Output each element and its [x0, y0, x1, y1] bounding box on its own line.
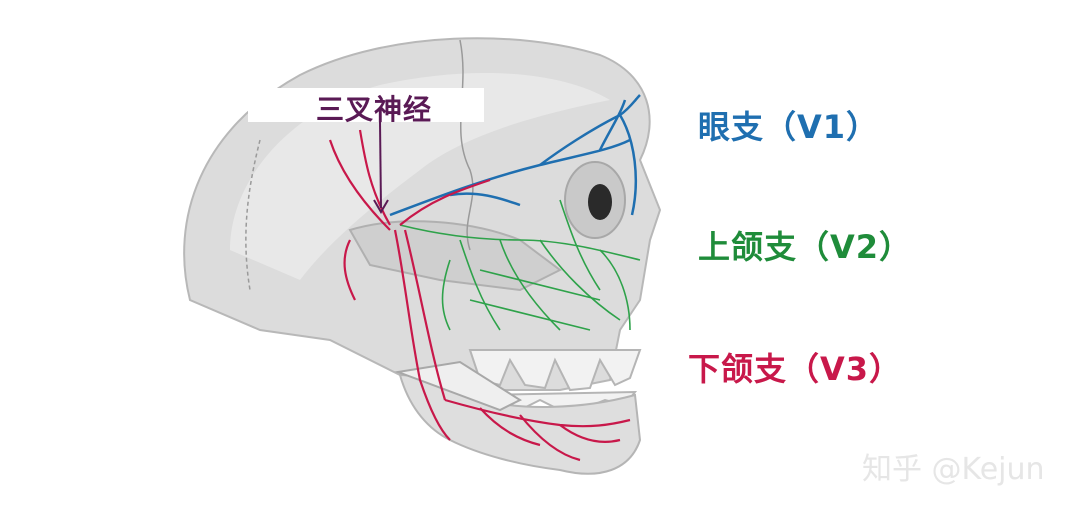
skull-shade: [230, 73, 610, 280]
title-background: [248, 88, 484, 122]
eye-socket-dark: [588, 184, 612, 220]
nerve-v3-mandibular: [328, 129, 631, 462]
branch-label-v1: 眼支（V1）: [698, 108, 880, 146]
mandible-cutaway: [394, 360, 523, 412]
branch-label-v2: 上颌支（V2）: [698, 228, 913, 266]
upper-teeth: [468, 349, 642, 392]
nerve-v1-ophthalmic: [389, 94, 641, 217]
branch-label-v3: 下颌支（V3）: [688, 350, 903, 388]
skull-suture: [245, 139, 261, 291]
title-label: 三叉神经: [316, 93, 433, 126]
skull-suture: [459, 39, 474, 251]
watermark-text: 知乎 @Kejun: [862, 452, 1045, 487]
nerve-v2-maxillary: [399, 199, 641, 331]
